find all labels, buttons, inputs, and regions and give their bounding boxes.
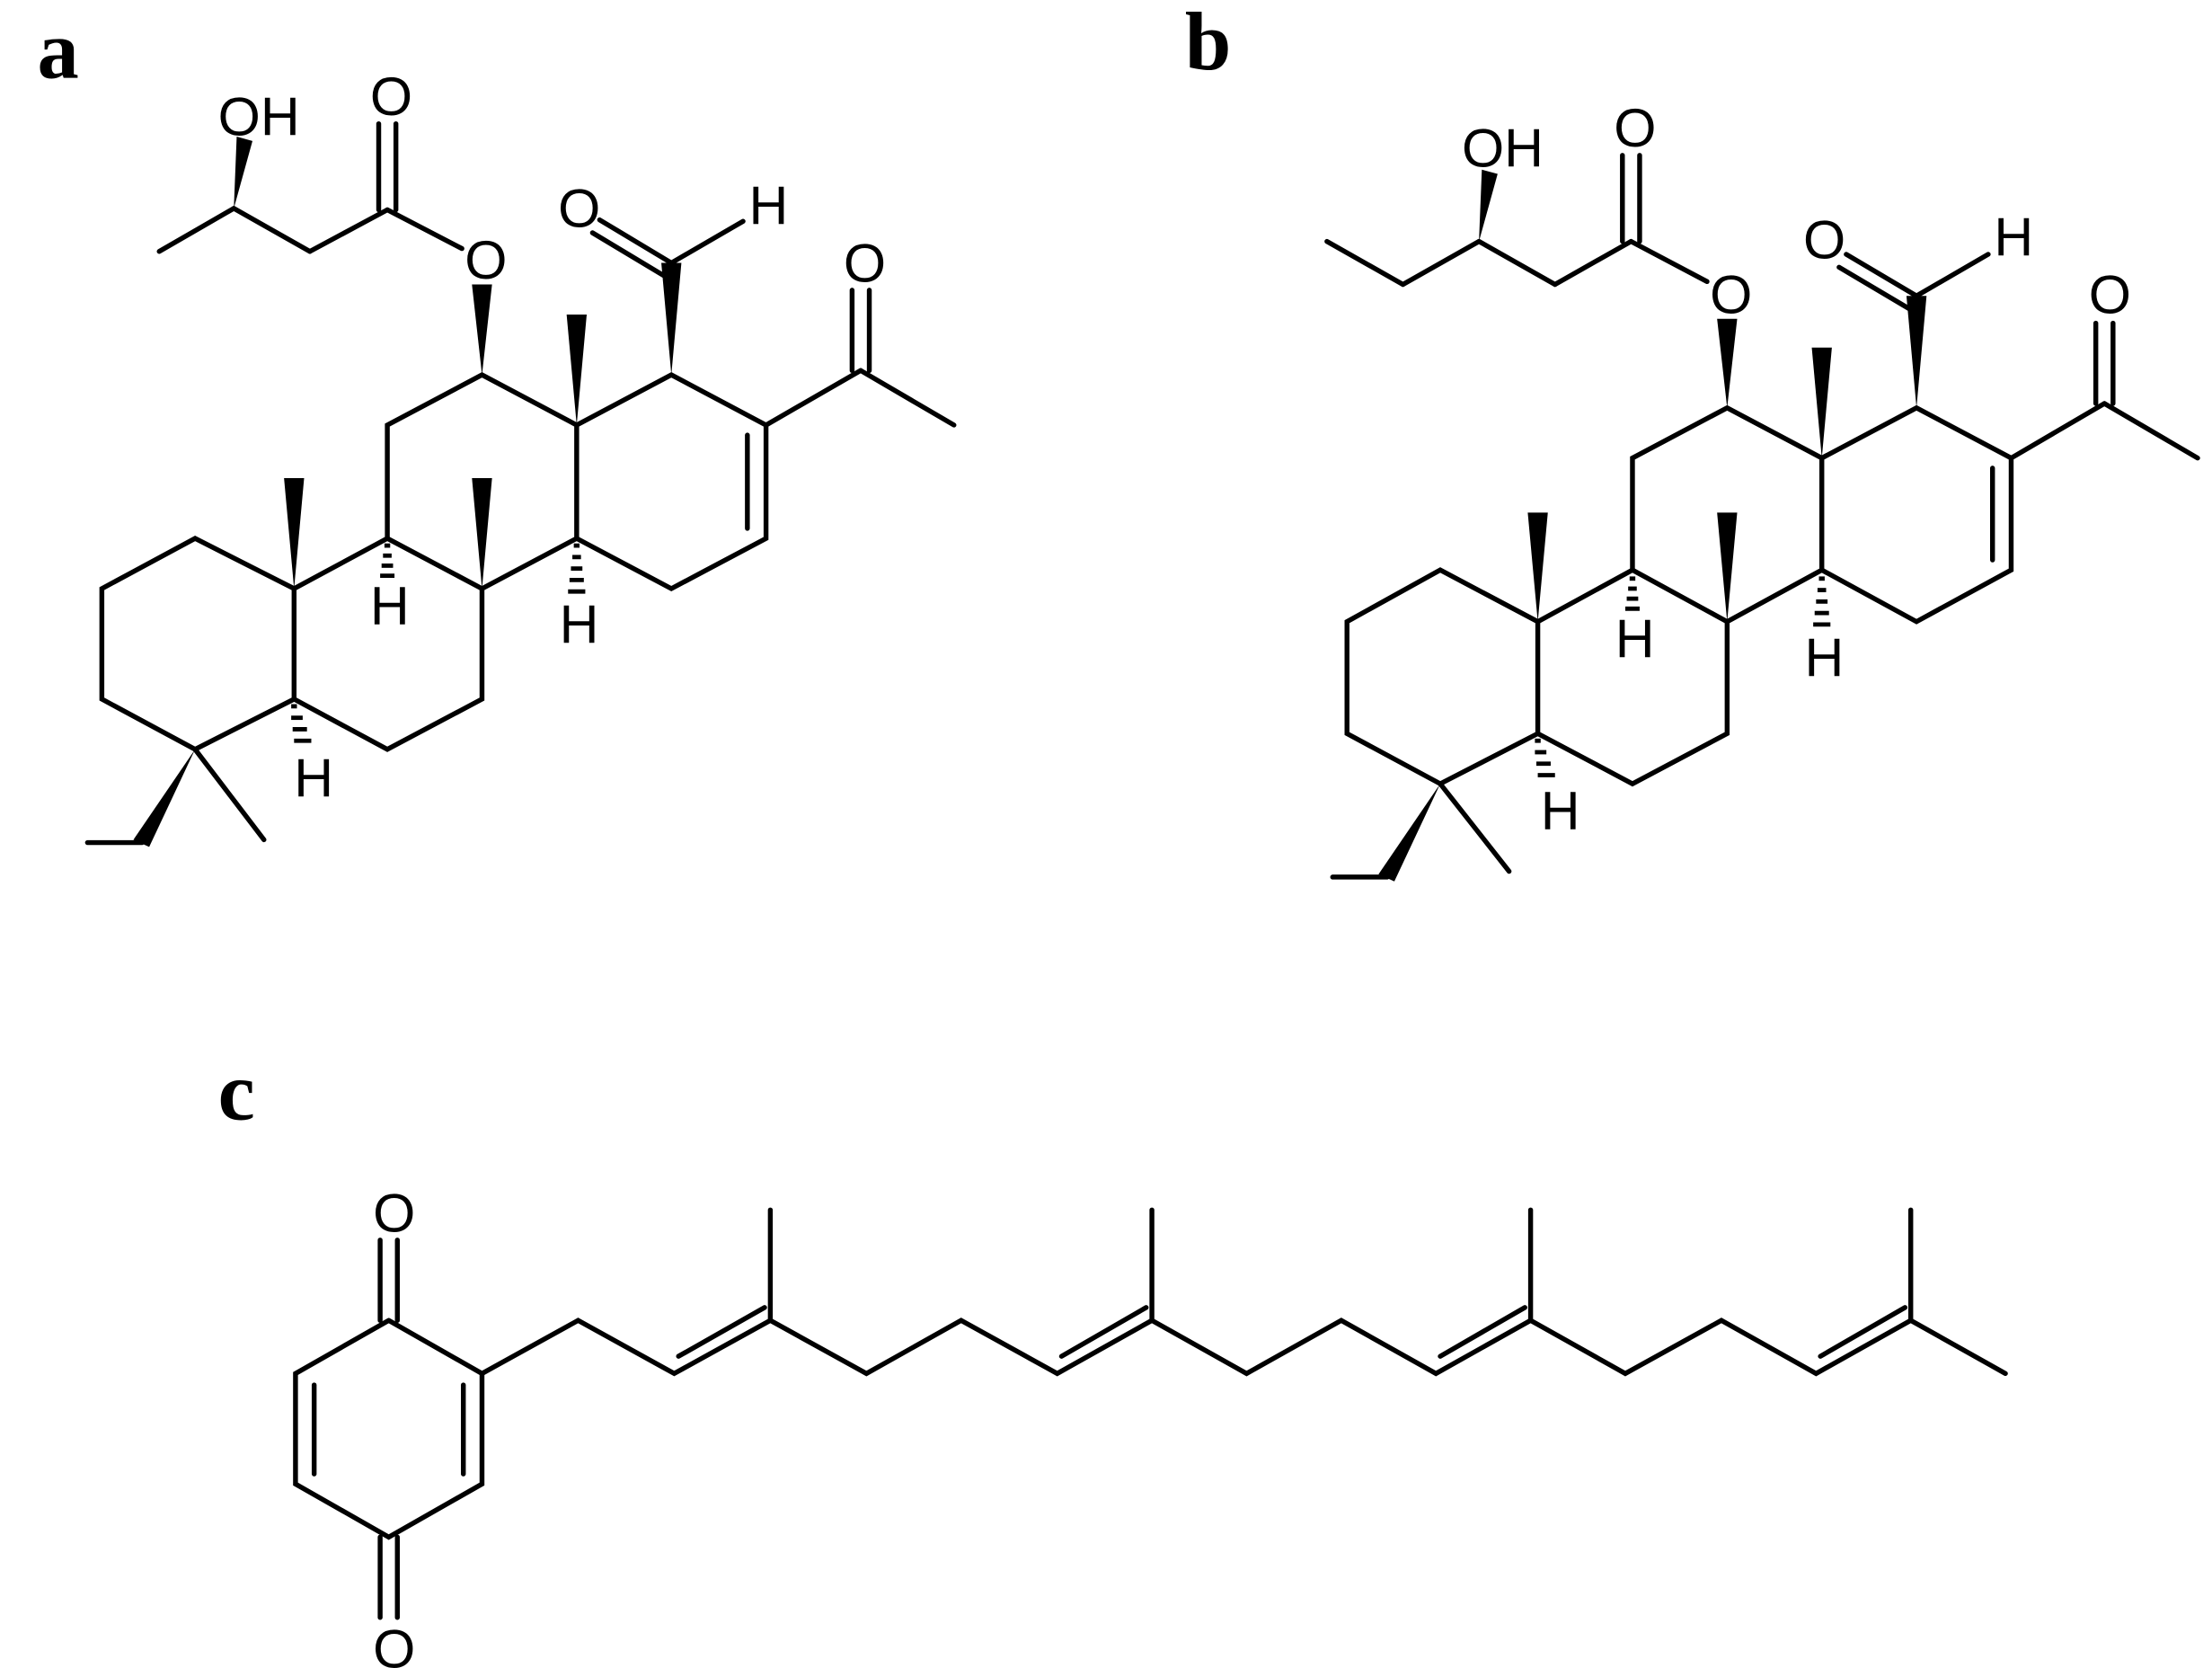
acetyl-group-b: O <box>2008 263 2200 461</box>
o-atom-carbonyl-a: O <box>370 66 412 127</box>
hashed-hydrogens-b: H H H <box>1535 576 1845 841</box>
h-atom-c9-b: H <box>1615 608 1655 670</box>
o-atom-formyl-a: O <box>558 178 600 239</box>
methyl-wedges-b <box>1527 347 1832 622</box>
o-atom-formyl-b: O <box>1803 209 1845 271</box>
methyl-wedges-a <box>284 315 588 589</box>
formyl-group-a: O H <box>558 174 788 376</box>
h-atom-c9-a: H <box>370 575 410 636</box>
structure-c: c O O <box>218 1046 2008 1668</box>
acetyl-group-a: O <box>763 232 957 428</box>
o-atom-carbonyl-b: O <box>1614 97 1656 158</box>
o-atom-acetyl-a: O <box>844 232 886 293</box>
h-atom-c5-a: H <box>294 747 333 808</box>
o-atom-bottom-c: O <box>373 1619 415 1668</box>
structure-a: a H <box>38 4 957 847</box>
hashed-hydrogens-a: H H H <box>291 543 599 808</box>
panel-label-a: a <box>38 4 79 97</box>
structure-b: b H <box>1185 0 2200 882</box>
h-atom-formyl-a: H <box>748 174 788 235</box>
quinone-ring-c: O O <box>293 1182 485 1668</box>
o-atom-ester-b: O <box>1710 263 1752 324</box>
gem-substituents-b <box>1330 781 1512 882</box>
oh-group-a: OH <box>218 85 300 146</box>
ring-system-a <box>99 372 769 752</box>
gem-substituents-a <box>84 747 267 847</box>
h-atom-c14-a: H <box>560 594 599 655</box>
panel-label-b: b <box>1185 0 1232 88</box>
ester-side-chain-b: O O OH <box>1324 97 1752 408</box>
formyl-group-b: O H <box>1803 207 2033 408</box>
o-atom-top-c: O <box>373 1182 415 1243</box>
ester-side-chain-a: O O OH <box>156 66 507 376</box>
h-atom-formyl-b: H <box>1994 207 2033 268</box>
o-atom-acetyl-b: O <box>2089 263 2131 324</box>
ring-system-b <box>1344 404 2014 787</box>
oh-group-b: OH <box>1462 118 1544 179</box>
o-atom-ester-a: O <box>465 229 507 290</box>
panel-label-c: c <box>218 1046 255 1139</box>
h-atom-c14-b: H <box>1805 626 1845 688</box>
h-atom-c5-b: H <box>1541 780 1580 841</box>
polyprenyl-chain-c <box>479 1207 2008 1377</box>
